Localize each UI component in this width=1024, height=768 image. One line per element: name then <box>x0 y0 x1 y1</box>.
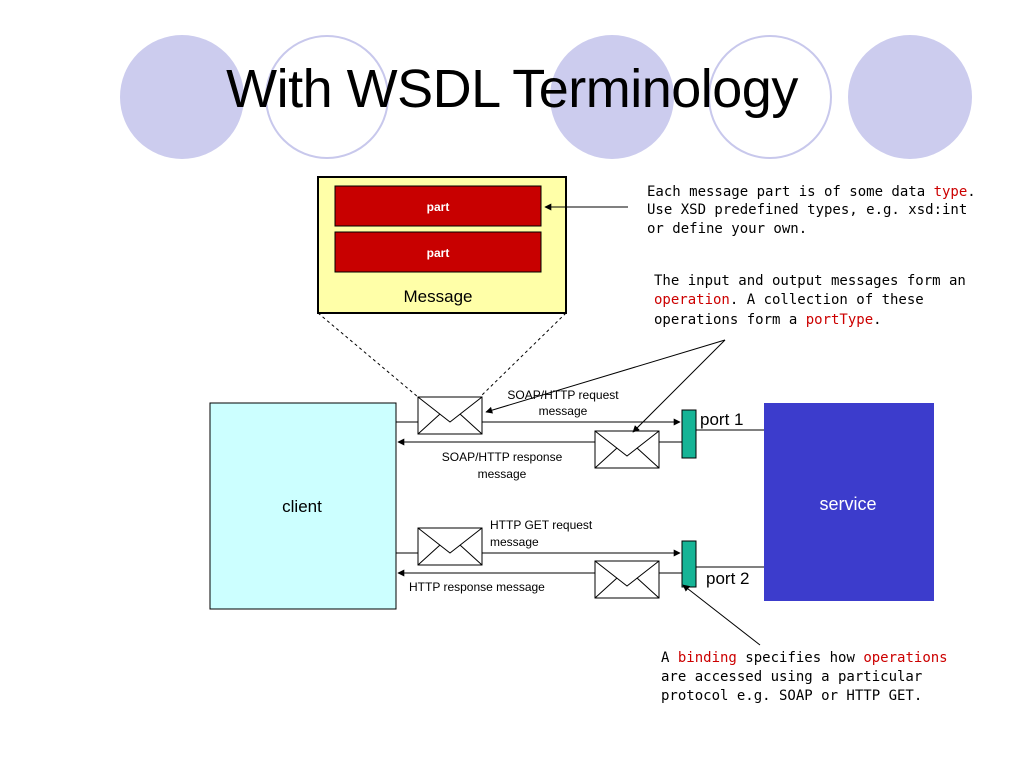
svg-text:or define your own.: or define your own. <box>647 221 807 237</box>
binding-note: A binding specifies how operations are a… <box>661 650 948 704</box>
svg-text:operation. A collection of the: operation. A collection of these <box>654 292 924 308</box>
soap-response-label-line2: message <box>478 467 527 481</box>
envelope-icon <box>594 560 660 599</box>
http-get-request-label-line1: HTTP GET request <box>490 518 593 532</box>
svg-text:are accessed using a particula: are accessed using a particular <box>661 669 922 685</box>
soap-response-label-line1: SOAP/HTTP response <box>442 450 563 464</box>
envelope-icon <box>417 527 483 566</box>
part-label-1: part <box>427 200 450 214</box>
decor-circle-3 <box>550 35 674 159</box>
term-binding: binding <box>678 650 737 666</box>
port-1 <box>681 409 697 459</box>
service-label: service <box>819 494 876 514</box>
part-label-2: part <box>427 246 450 260</box>
decor-circle-1 <box>120 35 244 159</box>
term-operations: operations <box>863 650 947 666</box>
svg-text:The input and output messages: The input and output messages form an <box>654 273 966 289</box>
type-note: Each message part is of some data type. … <box>647 184 976 237</box>
svg-text:Each message part is of some d: Each message part is of some data type. <box>647 184 976 200</box>
expansion-line-right <box>479 312 567 398</box>
svg-text:protocol e.g. SOAP or HTTP GET: protocol e.g. SOAP or HTTP GET. <box>661 688 922 704</box>
http-get-request-label-line2: message <box>490 535 539 549</box>
message-part-2 <box>334 231 542 273</box>
svg-text:Use XSD predefined types, e.g.: Use XSD predefined types, e.g. xsd:int <box>647 202 967 218</box>
envelope-icon <box>594 430 660 469</box>
operation-note-pointer-1 <box>485 339 726 414</box>
port-2 <box>681 540 697 588</box>
binding-note-pointer <box>682 584 761 646</box>
message-label: Message <box>404 287 473 306</box>
soap-request-label-line2: message <box>539 404 588 418</box>
decor-circle-2 <box>265 35 389 159</box>
port-1-label: port 1 <box>700 410 743 429</box>
svg-text:operations form a portType.: operations form a portType. <box>654 312 882 328</box>
http-response-label: HTTP response message <box>409 580 545 594</box>
svg-text:A binding specifies how operat: A binding specifies how operations <box>661 650 948 666</box>
operation-note-pointer-2 <box>632 339 726 433</box>
client-box <box>209 402 397 610</box>
expansion-line-left <box>317 312 419 398</box>
term-type: type <box>934 184 968 200</box>
port-2-label: port 2 <box>706 569 749 588</box>
message-box: part part Message <box>317 176 567 314</box>
envelope-icon <box>417 396 483 435</box>
service-box <box>764 403 934 601</box>
client-label: client <box>282 497 322 516</box>
term-operation: operation <box>654 292 730 308</box>
decor-circle-5 <box>848 35 972 159</box>
term-porttype: portType <box>806 312 873 328</box>
decor-circle-4 <box>708 35 832 159</box>
message-part-1 <box>334 185 542 227</box>
soap-request-label-line1: SOAP/HTTP request <box>507 388 619 402</box>
slide-title: With WSDL Terminology <box>226 59 798 119</box>
operation-note: The input and output messages form an op… <box>654 273 966 328</box>
